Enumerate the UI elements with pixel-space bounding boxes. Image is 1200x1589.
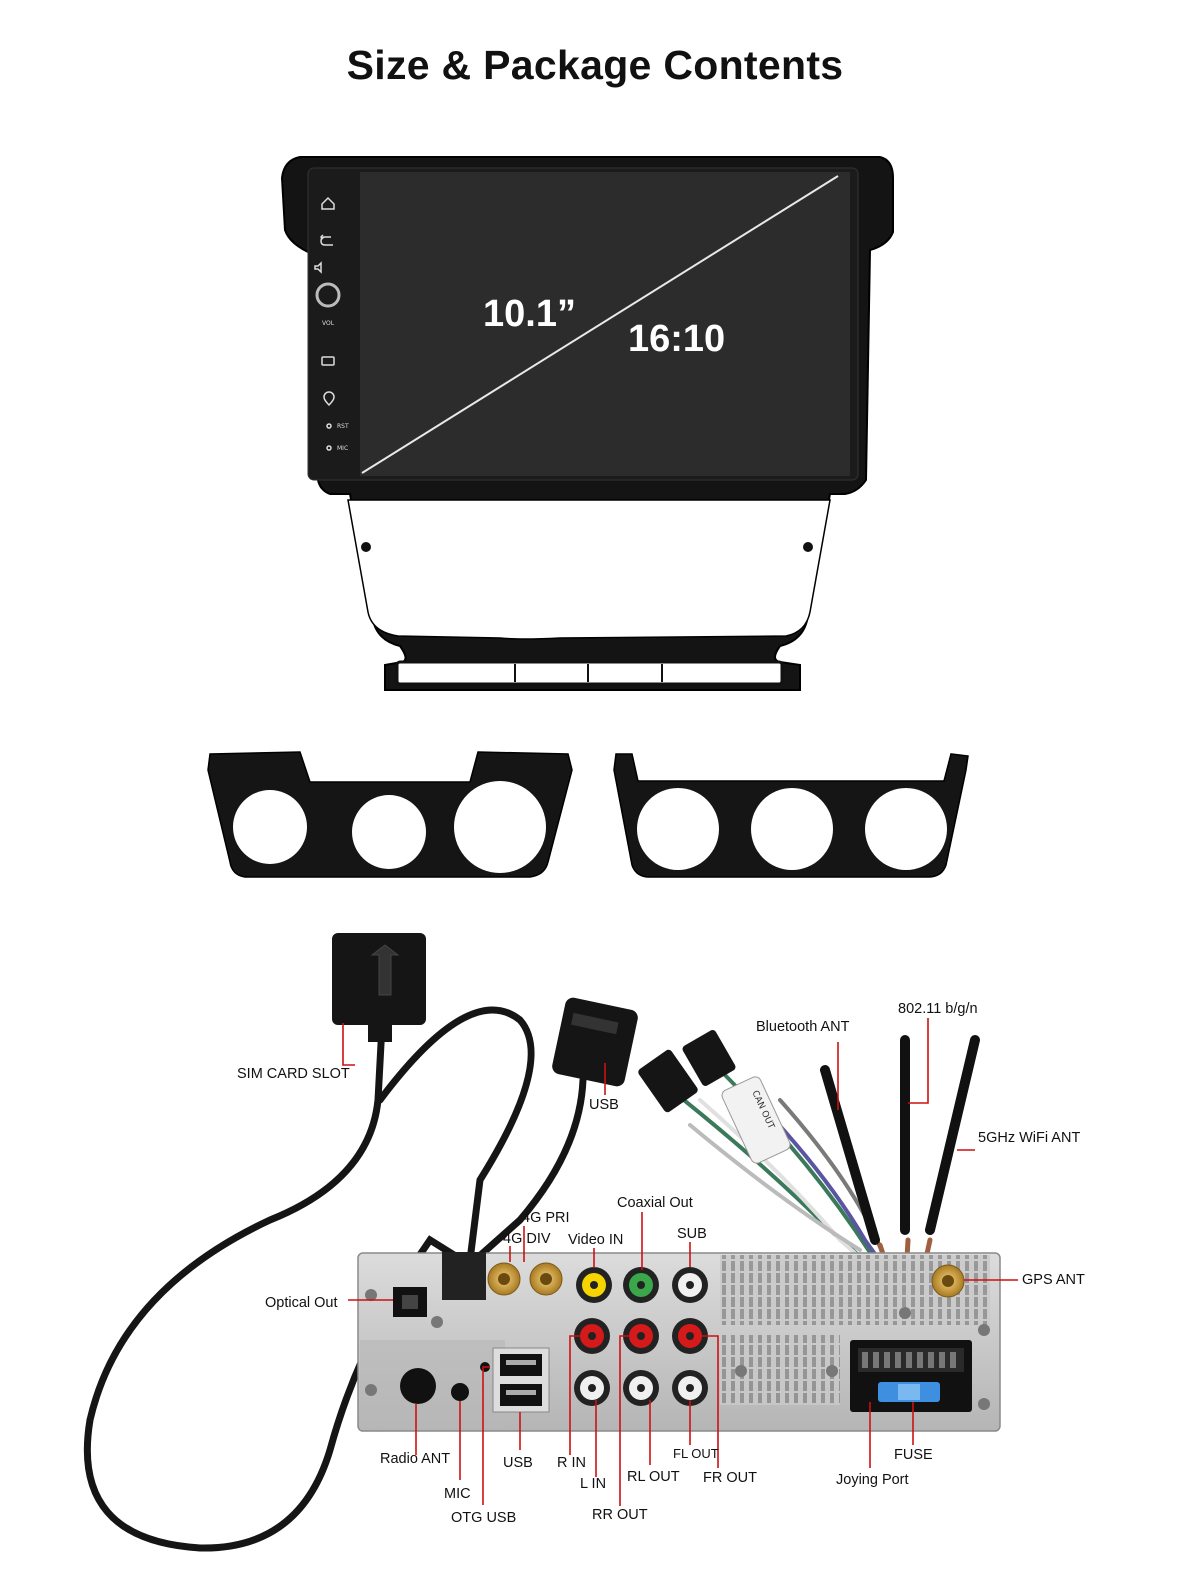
label-wifi-24: 802.11 b/g/n: [898, 1001, 978, 1017]
volume-knob: [315, 282, 341, 308]
gps-icon: [323, 391, 335, 407]
label-gps-ant: GPS ANT: [1022, 1272, 1085, 1288]
label-4g-pri: 4G PRI: [522, 1210, 570, 1226]
label-joying-port: Joying Port: [836, 1472, 909, 1488]
label-optical-out: Optical Out: [265, 1295, 338, 1311]
harness-plugs: [638, 1030, 791, 1164]
ac-panel-right: [613, 753, 969, 878]
label-r-in: R IN: [557, 1455, 586, 1471]
rear-chassis: [357, 1252, 1001, 1432]
sim-card-module: [332, 933, 426, 1042]
radio-ant-port: [400, 1368, 436, 1404]
label-l-in: L IN: [580, 1476, 607, 1492]
rst-label: RST: [337, 423, 349, 430]
label-4g-div: 4G DIV: [503, 1231, 551, 1247]
usb-top-connector: [552, 997, 638, 1087]
label-wifi-5ghz: 5GHz WiFi ANT: [978, 1130, 1081, 1146]
label-usb-top: USB: [589, 1097, 619, 1113]
label-radio-ant: Radio ANT: [380, 1451, 451, 1467]
camera-icon: [321, 356, 335, 366]
home-icon: [321, 196, 335, 210]
label-fuse: FUSE: [894, 1447, 933, 1463]
label-mic: MIC: [444, 1486, 471, 1502]
mic-port: [451, 1383, 469, 1401]
label-bluetooth-ant: Bluetooth ANT: [756, 1019, 850, 1035]
callout-lines: [342, 1018, 1018, 1506]
touch-screen: [360, 172, 850, 476]
side-button-column: [314, 196, 341, 451]
page-title: Size & Package Contents: [346, 42, 844, 88]
label-rl-out: RL OUT: [627, 1469, 680, 1485]
vol-label: VOL: [322, 320, 335, 327]
back-icon: [319, 234, 333, 246]
mute-icon: [314, 261, 322, 274]
head-unit: [280, 156, 894, 691]
mic-dot: [326, 445, 332, 451]
label-sub: SUB: [677, 1226, 707, 1242]
mic-side-label: MIC: [337, 445, 349, 452]
aspect-ratio-label: 16:10: [628, 318, 726, 360]
label-usb-bottom: USB: [503, 1455, 533, 1471]
screen-size-label: 10.1”: [483, 293, 576, 335]
label-coaxial-out: Coaxial Out: [617, 1195, 693, 1211]
label-fr-out: FR OUT: [703, 1470, 757, 1486]
label-video-in: Video IN: [568, 1232, 624, 1248]
ac-panel-left: [207, 751, 573, 878]
rst-dot: [326, 423, 332, 429]
label-fl-out: FL OUT: [673, 1446, 719, 1461]
label-otg-usb: OTG USB: [451, 1510, 517, 1526]
label-sim-card-slot: SIM CARD SLOT: [237, 1066, 350, 1082]
label-rr-out: RR OUT: [592, 1507, 648, 1523]
